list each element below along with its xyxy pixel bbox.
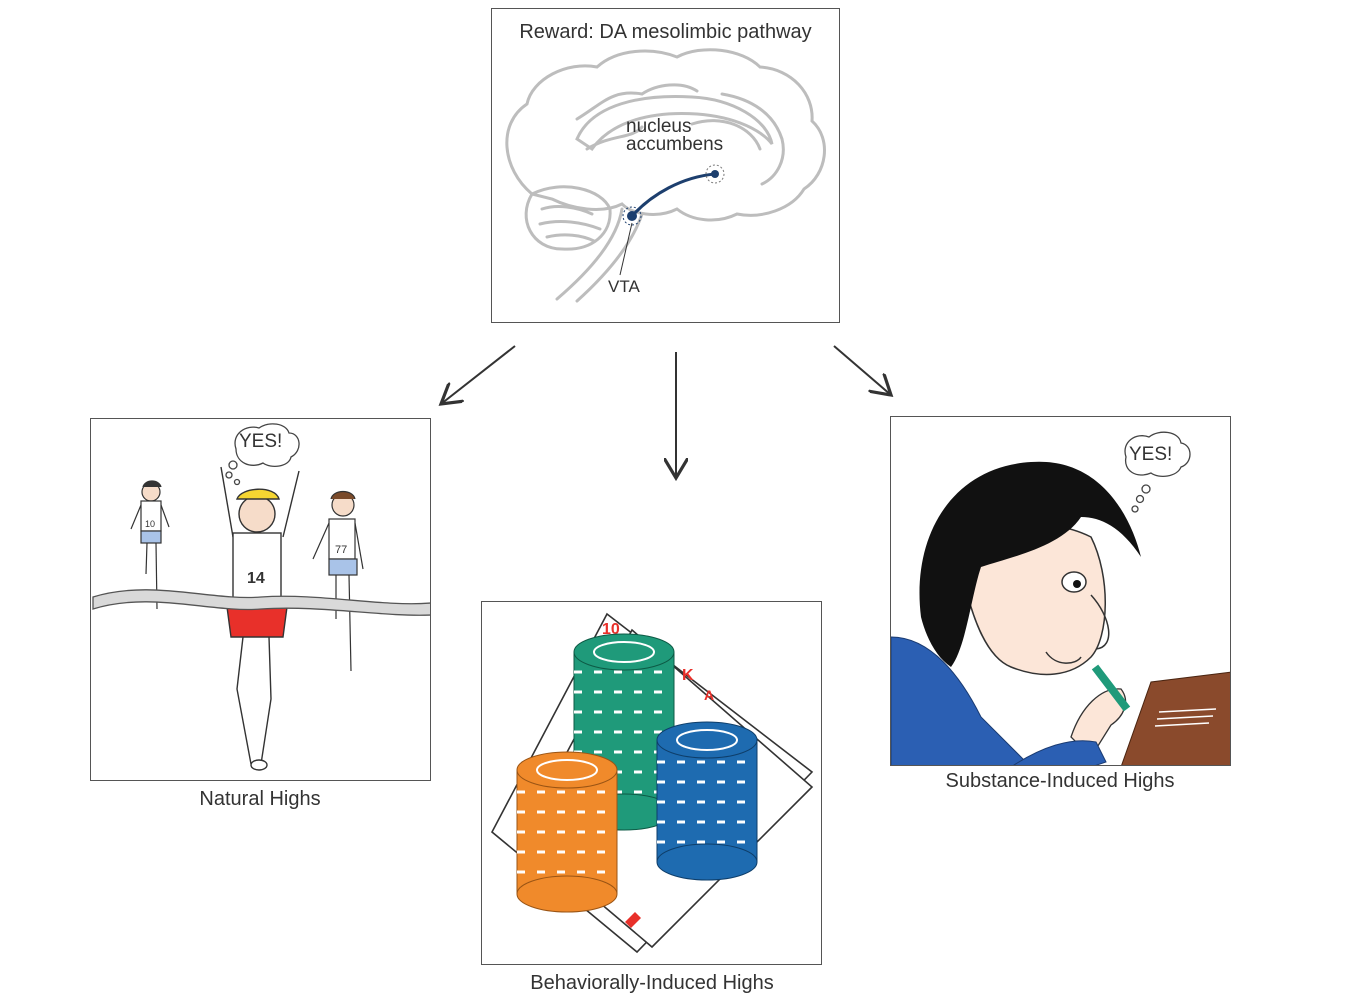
nucleus-accumbens-label-line1: nucleus	[626, 116, 692, 137]
natural-thought-text: YES!	[239, 431, 283, 452]
behavioral-highs-caption: Behaviorally-Induced Highs	[530, 972, 774, 994]
card-label-k: K	[682, 667, 694, 684]
runner-number-right: 77	[335, 544, 348, 556]
table	[1121, 671, 1230, 765]
runner-number-left: 10	[145, 519, 156, 529]
card-suit-bottom	[625, 912, 641, 928]
substance-highs-caption: Substance-Induced Highs	[945, 770, 1175, 792]
thought-bubble	[225, 423, 300, 486]
arrow-to-substance	[833, 345, 891, 395]
runners-illustration	[92, 423, 430, 771]
runner-number-center: 14	[247, 570, 265, 587]
person-illustration	[891, 431, 1230, 765]
brain-sagittal-drawing	[505, 48, 826, 303]
behavioral-highs-panel: 10 K A	[481, 601, 822, 965]
orange-chip-stack	[516, 751, 618, 913]
natural-highs-caption: Natural Highs	[199, 788, 321, 810]
vta-label: VTA	[608, 277, 640, 296]
blue-chip-stack	[656, 721, 758, 881]
brain-panel-title: Reward: DA mesolimbic pathway	[519, 21, 812, 43]
substance-highs-panel: YES!	[890, 416, 1231, 766]
card-label-a: A	[704, 687, 714, 703]
brain-panel: Reward: DA mesolimbic pathway	[491, 8, 840, 323]
straw	[1091, 664, 1131, 712]
thought-bubble	[1124, 431, 1191, 513]
cards-and-chips-illustration: 10 K A	[490, 612, 814, 954]
arrow-to-natural	[441, 345, 516, 404]
substance-thought-text: YES!	[1129, 444, 1173, 465]
finish-tape	[92, 589, 430, 616]
nucleus-accumbens-label-line2: accumbens	[626, 134, 724, 155]
natural-highs-panel: YES! 10 14 77	[90, 418, 431, 781]
